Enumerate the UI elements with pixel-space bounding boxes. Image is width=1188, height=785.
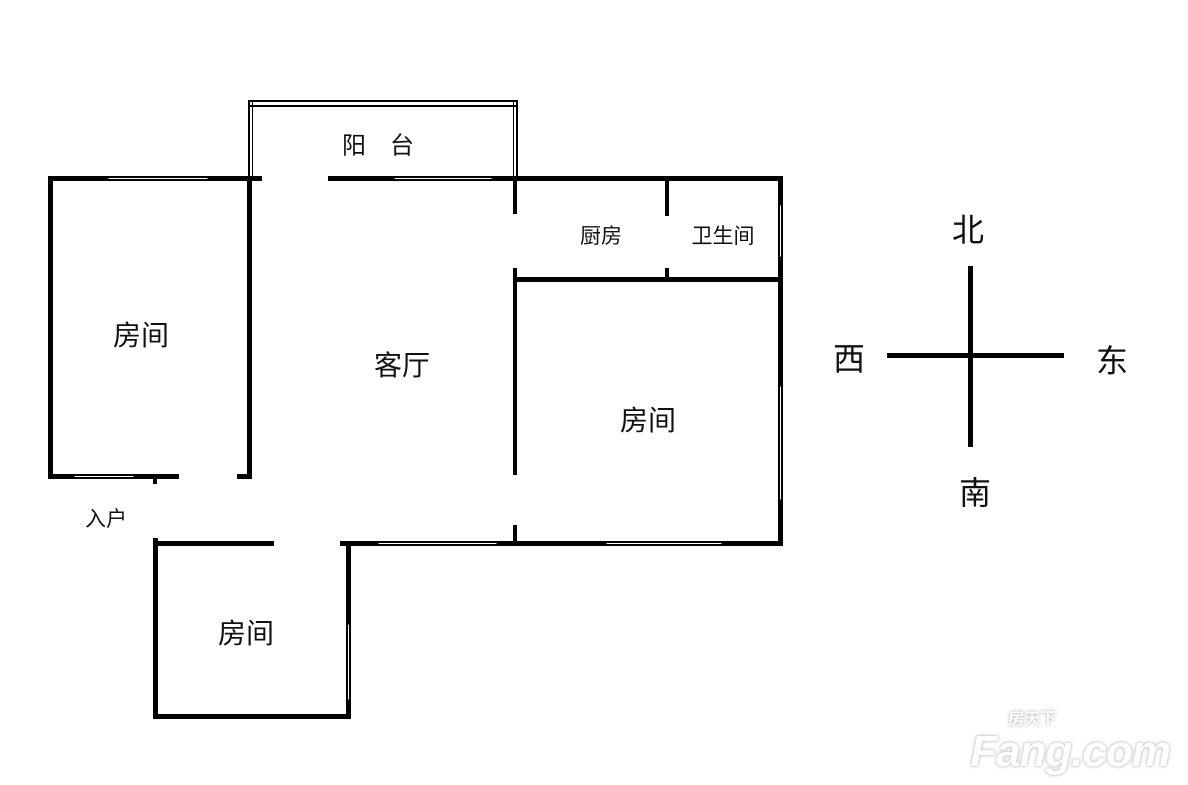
room-label-kitchen: 厨房: [580, 224, 622, 248]
compass-south: 南: [958, 474, 992, 512]
compass-west: 西: [832, 340, 866, 378]
room-label-bathroom: 卫生间: [691, 224, 755, 248]
room-label-east-room: 房间: [619, 404, 677, 437]
watermark-en: Fang.com: [970, 727, 1171, 776]
windows: [73, 177, 782, 701]
watermark-logo: 房天下 Fang.com: [970, 711, 1171, 776]
watermark-cn: 房天下: [1008, 711, 1057, 728]
room-label-west-room: 房间: [112, 319, 170, 352]
entrance-label: 入户: [85, 507, 127, 531]
compass-north: 北: [951, 211, 985, 249]
room-label-living-room: 客厅: [373, 349, 431, 382]
room-label-balcony: 阳 台: [342, 131, 414, 160]
compass-cross: [887, 266, 1064, 447]
room-label-south-room: 房间: [217, 617, 275, 650]
compass-east: 东: [1095, 342, 1129, 380]
